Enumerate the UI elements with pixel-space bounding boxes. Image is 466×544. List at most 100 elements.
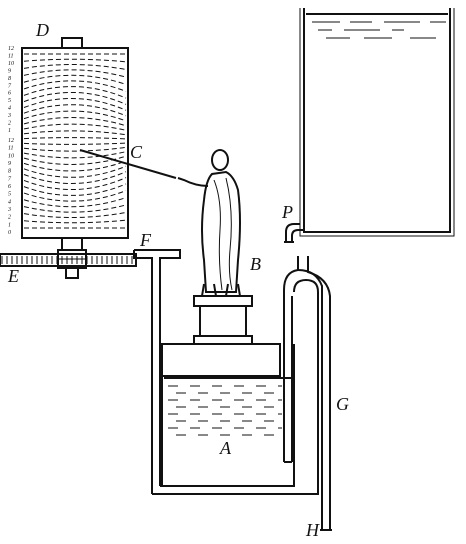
lower-tank-water — [168, 385, 282, 436]
drum-scale-upper-numeral: 1 — [8, 128, 11, 134]
statue-drapery-2 — [225, 177, 233, 291]
label-h: H — [305, 520, 320, 540]
drum-scale-lower-numeral: 12 — [8, 138, 14, 144]
label-b: B — [250, 254, 261, 274]
drum-scale-upper-numeral: 11 — [8, 53, 14, 59]
drum-scale-upper-numeral: 5 — [8, 98, 11, 104]
spout-pipe-inner — [291, 229, 304, 242]
drum-hour-curve — [23, 110, 127, 122]
drum-hour-curve — [23, 137, 127, 140]
drum-hour-curve — [23, 74, 127, 85]
drum-scale-lower-numeral: 2 — [8, 215, 11, 221]
drum-scale-upper-numeral: 3 — [7, 113, 11, 119]
rack-e — [0, 253, 137, 267]
drum-scale-lower-numeral: 8 — [8, 169, 11, 175]
drum-hour-curve — [23, 104, 127, 117]
upper-reservoir — [299, 8, 455, 237]
drum-hour-curve — [23, 171, 127, 184]
statue-body — [201, 170, 241, 293]
outlet-spout-p — [284, 223, 304, 243]
drum-hour-curve — [23, 123, 127, 131]
statue-left-foot — [200, 283, 218, 297]
drum-scale-lower-numeral: 10 — [8, 153, 14, 159]
drum-scale-lower-numeral: 0 — [8, 230, 11, 236]
lower-tank-inner — [161, 344, 295, 487]
upper-reservoir-outline — [303, 8, 451, 233]
label-c: C — [130, 142, 143, 162]
pointer-c — [79, 149, 177, 179]
upper-reservoir-outer-wall — [299, 8, 455, 237]
drum-scale-upper-numeral: 6 — [8, 91, 11, 97]
label-p: P — [281, 202, 293, 222]
drum-hour-curve — [23, 177, 127, 191]
drum-hour-curve — [23, 155, 127, 165]
statue-right-foot — [224, 283, 242, 297]
label-g: G — [336, 394, 349, 414]
rack-bar — [0, 253, 137, 267]
drum-scale-upper-numeral: 8 — [8, 76, 11, 82]
pedestal-body — [199, 305, 247, 337]
float-rod-f — [133, 249, 181, 494]
siphon-short-leg-top — [283, 269, 299, 291]
drum-scale-upper-numeral: 9 — [8, 68, 11, 74]
label-a: A — [219, 438, 232, 458]
drum-hour-curve — [23, 211, 127, 218]
drum-hour-curve — [23, 165, 127, 178]
drum-scale-lower-numeral: 7 — [8, 176, 12, 182]
drum-scale-lower-numeral: 4 — [8, 198, 11, 205]
drum-scale-lower-numeral: 11 — [8, 146, 14, 152]
drum-scale-lower-numeral: 3 — [7, 207, 11, 213]
drum-bottom-axle — [61, 237, 83, 251]
label-e: E — [7, 266, 19, 286]
drum-hour-curve — [23, 142, 127, 145]
label-d: D — [35, 20, 49, 40]
statue-head — [211, 149, 229, 171]
drum-hour-curve — [23, 98, 127, 111]
drum-scale-lower-numeral: 1 — [8, 222, 11, 228]
drum-hour-curve — [23, 197, 127, 208]
drum-scale-lower-numeral: 5 — [8, 192, 11, 198]
siphon-g — [152, 256, 332, 531]
drum-scale-upper-numeral: 12 — [8, 46, 14, 52]
drum-hour-curve — [23, 130, 127, 136]
drum-hour-curve — [23, 204, 127, 213]
spout-pipe — [285, 223, 300, 242]
drum-bottom-pin — [65, 267, 79, 279]
upper-reservoir-water — [312, 21, 446, 39]
drum-hour-curves — [23, 53, 127, 229]
drum-scale-upper-numeral: 2 — [8, 121, 11, 127]
drum-hour-curve — [23, 146, 127, 152]
drum-hour-curve — [23, 190, 127, 202]
statue-drapery-1 — [213, 179, 223, 291]
rack-teeth — [1, 256, 133, 264]
drum-cylinder — [21, 47, 129, 239]
drum-hour-curve — [23, 69, 127, 78]
drum-hour-curve — [23, 151, 127, 159]
float-rod-outline-outer — [133, 250, 153, 494]
label-f: F — [139, 230, 152, 250]
pedestal-cap — [193, 295, 253, 307]
drum-hour-curve — [23, 64, 127, 71]
drum-hour-curve — [23, 160, 127, 172]
outer-channel — [152, 278, 319, 495]
drum-hour-curve — [23, 117, 127, 127]
drum-hour-curve — [23, 86, 127, 99]
drum-hour-curve — [23, 91, 127, 105]
drum-hour-curve — [23, 219, 127, 224]
drum-scale-lower-numeral: 9 — [8, 161, 11, 167]
drum-scale-upper-numeral: 7 — [8, 83, 12, 89]
drum-hour-curve — [23, 80, 127, 92]
drum-hour-curve — [23, 58, 127, 63]
drum-top-axle — [61, 37, 83, 49]
drum-scale-upper-numeral: 10 — [8, 61, 14, 67]
drum-scale-upper-numeral: 4 — [8, 105, 11, 112]
float-rod-outline-inner — [134, 249, 181, 486]
drum-scale-lower-numeral: 6 — [8, 184, 11, 190]
lower-tank-a — [161, 344, 295, 487]
statue-arm — [177, 177, 209, 187]
